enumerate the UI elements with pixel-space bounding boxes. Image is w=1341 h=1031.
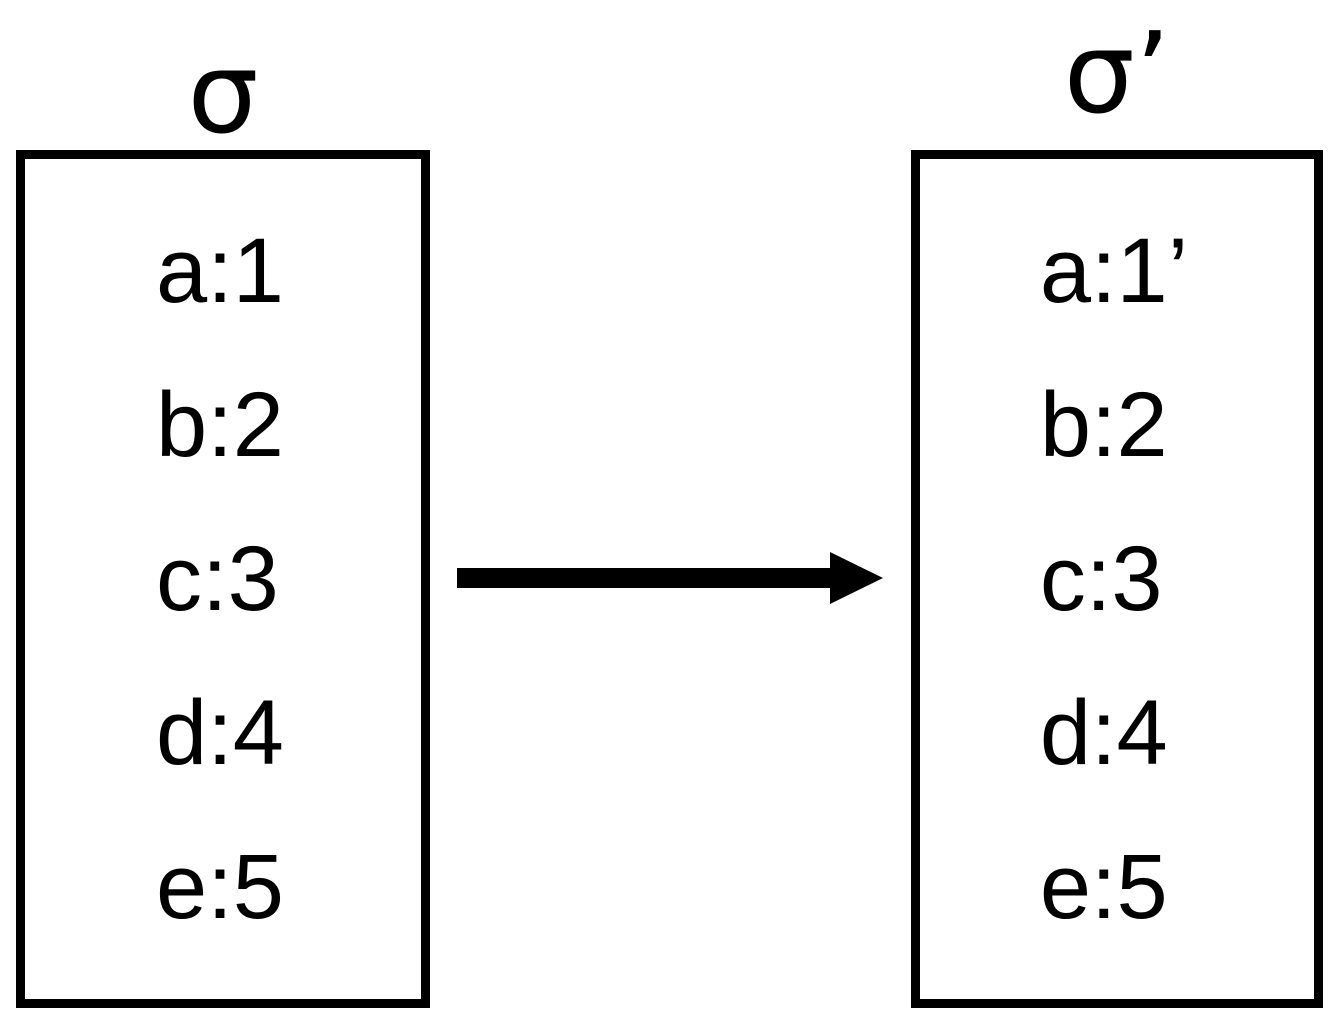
list-item: b:2 <box>156 374 284 476</box>
state-label-sigma: σ <box>187 29 259 159</box>
list-item: a:1 <box>156 220 284 322</box>
list-item: c:3 <box>156 528 279 630</box>
list-item: e:5 <box>1039 836 1168 938</box>
list-item: c:3 <box>1039 528 1163 630</box>
right-arrow-icon <box>457 552 883 604</box>
entry-list-sigma: a:1 b:2 c:3 d:4 e:5 <box>156 194 284 964</box>
list-item: d:4 <box>1039 682 1168 784</box>
state-label-sigma-prime: σ’ <box>1063 9 1171 139</box>
state-box-sigma: a:1 b:2 c:3 d:4 e:5 <box>16 150 430 1008</box>
entry-list-sigma-prime: a:1’ b:2 c:3 d:4 e:5 <box>1040 194 1188 964</box>
list-item: d:4 <box>156 682 284 784</box>
state-box-sigma-prime: a:1’ b:2 c:3 d:4 e:5 <box>911 150 1323 1008</box>
list-item: a:1’ <box>1039 220 1189 322</box>
list-item: b:2 <box>1039 374 1168 476</box>
list-item: e:5 <box>156 836 284 938</box>
